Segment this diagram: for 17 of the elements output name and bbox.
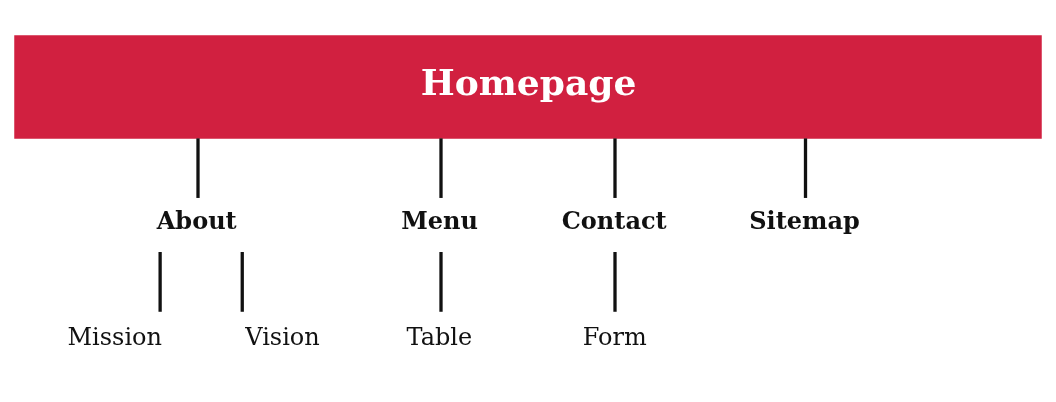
connector: [196, 138, 200, 198]
node-text: Mission: [67, 322, 162, 351]
connector: [439, 138, 443, 198]
node-box: Homepage: [14, 35, 1042, 139]
connector: [439, 252, 443, 312]
node-text: Vision: [245, 322, 320, 351]
connector: [240, 252, 244, 312]
node-text: Contact: [561, 206, 667, 236]
node-text: Form: [582, 322, 647, 351]
connector: [613, 252, 617, 312]
connector: [613, 138, 617, 198]
connector: [158, 252, 162, 312]
node-text: Table: [406, 322, 473, 351]
node-text: About: [156, 206, 237, 236]
node-text: Sitemap: [749, 206, 860, 236]
node-text: Menu: [401, 206, 478, 236]
connector: [803, 138, 808, 198]
